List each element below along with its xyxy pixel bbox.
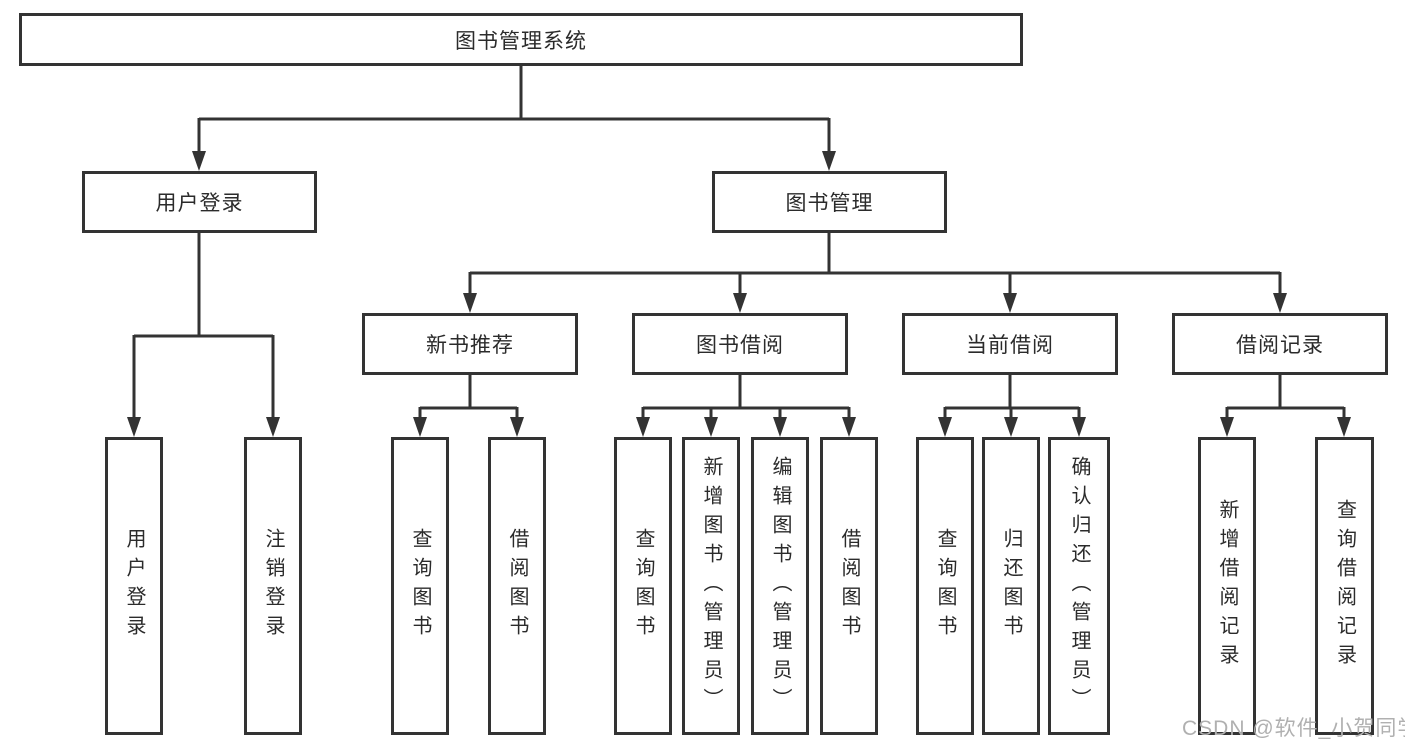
leaf-query-books-current-label: 查询图书 — [934, 528, 956, 644]
leaf-borrow-books-borrowing-label: 借阅图书 — [838, 528, 860, 644]
leaf-logout: 注销登录 — [244, 437, 302, 735]
leaf-confirm-return-admin: 确认归还（管理员） — [1048, 437, 1110, 735]
leaf-add-books-admin-label: 新增图书（管理员） — [700, 455, 722, 717]
leaf-add-borrow-record-label: 新增借阅记录 — [1216, 499, 1238, 673]
leaf-user-login: 用户登录 — [105, 437, 163, 735]
connector-path — [132, 66, 1346, 422]
leaf-add-books-admin: 新增图书（管理员） — [682, 437, 740, 735]
leaf-query-books-current: 查询图书 — [916, 437, 974, 735]
leaf-query-books-recommend: 查询图书 — [391, 437, 449, 735]
leaf-query-borrow-record: 查询借阅记录 — [1315, 437, 1374, 735]
node-book-borrowing: 图书借阅 — [632, 313, 848, 375]
node-current-borrowing: 当前借阅 — [902, 313, 1118, 375]
node-user-login: 用户登录 — [82, 171, 317, 233]
leaf-query-books-borrowing-label: 查询图书 — [632, 528, 654, 644]
leaf-borrow-books-recommend: 借阅图书 — [488, 437, 546, 735]
leaf-add-borrow-record: 新增借阅记录 — [1198, 437, 1256, 735]
leaf-borrow-books-recommend-label: 借阅图书 — [506, 528, 528, 644]
leaf-edit-books-admin: 编辑图书（管理员） — [751, 437, 809, 735]
leaf-user-login-label: 用户登录 — [123, 528, 145, 644]
leaf-logout-label: 注销登录 — [262, 528, 284, 644]
node-borrowing-records: 借阅记录 — [1172, 313, 1388, 375]
node-new-book-recommend: 新书推荐 — [362, 313, 578, 375]
root-node-library-system: 图书管理系统 — [19, 13, 1023, 66]
leaf-query-borrow-record-label: 查询借阅记录 — [1333, 499, 1356, 673]
leaf-edit-books-admin-label: 编辑图书（管理员） — [769, 455, 791, 717]
leaf-query-books-recommend-label: 查询图书 — [409, 528, 431, 644]
leaf-confirm-return-admin-label: 确认归还（管理员） — [1068, 455, 1090, 717]
csdn-watermark: CSDN @软件_小贺同学 — [1182, 717, 1405, 740]
node-book-management: 图书管理 — [712, 171, 947, 233]
arrowheads — [127, 151, 1351, 437]
leaf-borrow-books-borrowing: 借阅图书 — [820, 437, 878, 735]
leaf-query-books-borrowing: 查询图书 — [614, 437, 672, 735]
leaf-return-books-label: 归还图书 — [1000, 528, 1022, 644]
leaf-return-books: 归还图书 — [982, 437, 1040, 735]
